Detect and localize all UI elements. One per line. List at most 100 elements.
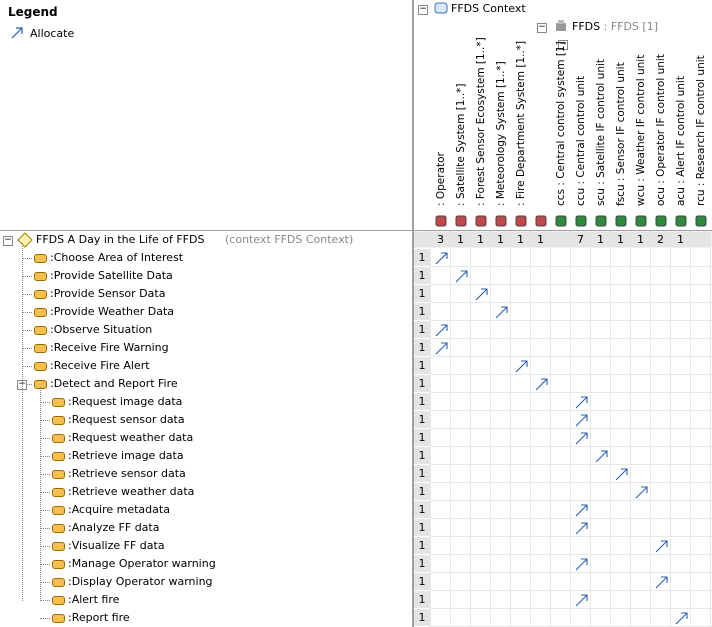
row-label[interactable]: :Provide Weather Data — [50, 305, 175, 318]
tree-connector — [22, 312, 32, 313]
column-header-label[interactable]: : Fire Department System [1..*] — [515, 40, 527, 206]
allocate-arrow-icon[interactable] — [574, 394, 590, 410]
call-behavior-icon — [52, 524, 65, 533]
grid-line — [690, 231, 691, 627]
allocate-arrow-icon[interactable] — [494, 304, 510, 320]
grid-line — [530, 231, 531, 627]
row-label[interactable]: :Request image data — [68, 395, 183, 408]
tree-connector — [22, 330, 32, 331]
column-header-label[interactable]: scu : Satellite IF control unit — [595, 58, 607, 206]
allocate-arrow-icon[interactable] — [614, 466, 630, 482]
row-count: 1 — [414, 321, 430, 338]
grid-line — [430, 231, 431, 627]
row-label[interactable]: :Receive Fire Alert — [50, 359, 150, 372]
column-header-panel: − FFDS Context − FFDS : FFDS [1] − : Ope… — [414, 0, 712, 230]
vertical-splitter[interactable] — [412, 0, 414, 627]
column-header-label[interactable]: : Operator — [435, 152, 447, 206]
call-behavior-icon — [34, 308, 47, 317]
column-header-label[interactable]: : Forest Sensor Ecosystem [1..*] — [475, 37, 487, 206]
allocate-arrow-icon[interactable] — [574, 430, 590, 446]
allocate-arrow-icon[interactable] — [434, 250, 450, 266]
row-label[interactable]: :Retrieve weather data — [68, 485, 195, 498]
column-header-label[interactable]: wcu : Weather IF control unit — [635, 54, 647, 206]
row-label[interactable]: :Display Operator warning — [68, 575, 213, 588]
horizontal-splitter[interactable] — [0, 229, 712, 231]
call-behavior-icon — [52, 416, 65, 425]
tree-connector — [40, 456, 50, 457]
collapse-toggle[interactable]: − — [418, 4, 428, 15]
row-label[interactable]: :Retrieve image data — [68, 449, 184, 462]
column-type-icon — [635, 215, 647, 227]
row-label[interactable]: :Detect and Report Fire — [50, 377, 178, 390]
call-behavior-icon — [34, 344, 47, 353]
tree-connector — [22, 258, 32, 259]
column-count: 1 — [671, 232, 691, 247]
allocate-arrow-icon[interactable] — [574, 502, 590, 518]
collapse-toggle[interactable]: − — [3, 235, 13, 246]
column-count: 2 — [651, 232, 671, 247]
allocate-arrow-icon[interactable] — [654, 538, 670, 554]
legend-item-allocate: Allocate — [10, 25, 74, 41]
allocate-arrow-icon[interactable] — [574, 592, 590, 608]
allocate-arrow-icon[interactable] — [534, 376, 550, 392]
allocate-arrow-icon[interactable] — [574, 520, 590, 536]
call-behavior-icon — [34, 326, 47, 335]
column-type-icon — [675, 215, 687, 227]
column-type-icon — [595, 215, 607, 227]
allocate-arrow-icon[interactable] — [654, 574, 670, 590]
grid-line — [431, 410, 712, 411]
allocate-arrow-icon[interactable] — [514, 358, 530, 374]
column-header-label[interactable]: : Satellite System [1..*] — [455, 83, 467, 206]
row-count: 1 — [414, 609, 430, 626]
tree-connector — [40, 474, 50, 475]
allocate-arrow-icon[interactable] — [434, 322, 450, 338]
row-count: 1 — [414, 447, 430, 464]
row-label[interactable]: :Retrieve sensor data — [68, 467, 186, 480]
row-label[interactable]: :Acquire metadata — [68, 503, 170, 516]
row-label[interactable]: :Analyze FF data — [68, 521, 160, 534]
column-header-label[interactable]: ccs : Central control system [1] — [555, 41, 567, 206]
column-header-label[interactable]: acu : Alert IF control unit — [675, 76, 687, 206]
allocate-arrow-icon[interactable] — [574, 556, 590, 572]
allocate-arrow-icon[interactable] — [574, 412, 590, 428]
column-header-label[interactable]: : Meteorology System [1..*] — [495, 61, 507, 206]
column-count: 3 — [431, 232, 451, 247]
row-count: 1 — [414, 591, 430, 608]
column-type-icon — [695, 215, 707, 227]
row-label[interactable]: :Request sensor data — [68, 413, 185, 426]
row-count: 1 — [414, 411, 430, 428]
collapse-toggle[interactable]: − — [558, 39, 568, 50]
allocate-arrow-icon[interactable] — [474, 286, 490, 302]
column-header-label[interactable]: ccu : Central control unit — [575, 75, 587, 206]
row-label[interactable]: :Report fire — [68, 611, 130, 624]
allocate-arrow-icon[interactable] — [674, 610, 690, 626]
row-label[interactable]: :Receive Fire Warning — [50, 341, 169, 354]
row-label[interactable]: :Visualize FF data — [68, 539, 165, 552]
column-header-label[interactable]: fscu : Sensor IF control unit — [615, 62, 627, 206]
row-label[interactable]: :Request weather data — [68, 431, 194, 444]
row-label[interactable]: :Alert fire — [68, 593, 120, 606]
allocate-arrow-icon[interactable] — [434, 340, 450, 356]
grid-line — [470, 231, 471, 627]
row-label[interactable]: :Observe Situation — [50, 323, 153, 336]
root-row-context: (context FFDS Context) — [225, 233, 354, 246]
column-header-label[interactable]: ocu : Operator IF control unit — [655, 54, 667, 206]
grid-line — [431, 446, 712, 447]
legend-title: Legend — [8, 5, 58, 19]
row-label[interactable]: :Choose Area of Interest — [50, 251, 184, 264]
allocate-arrow-icon[interactable] — [594, 448, 610, 464]
row-label[interactable]: :Provide Sensor Data — [50, 287, 166, 300]
grid-line — [590, 231, 591, 627]
legend-item-label: Allocate — [30, 26, 75, 40]
tree-connector — [40, 438, 50, 439]
column-header-label[interactable]: rcu : Research IF control unit — [695, 55, 707, 206]
allocate-arrow-icon[interactable] — [634, 484, 650, 500]
row-label[interactable]: :Manage Operator warning — [68, 557, 216, 570]
row-label[interactable]: :Provide Satellite Data — [50, 269, 173, 282]
tree-connector — [40, 387, 41, 601]
collapse-toggle[interactable]: − — [537, 22, 547, 33]
allocate-arrow-icon[interactable] — [454, 268, 470, 284]
grid-line — [510, 231, 511, 627]
grid-line — [431, 590, 712, 591]
column-type-icon — [615, 215, 627, 227]
